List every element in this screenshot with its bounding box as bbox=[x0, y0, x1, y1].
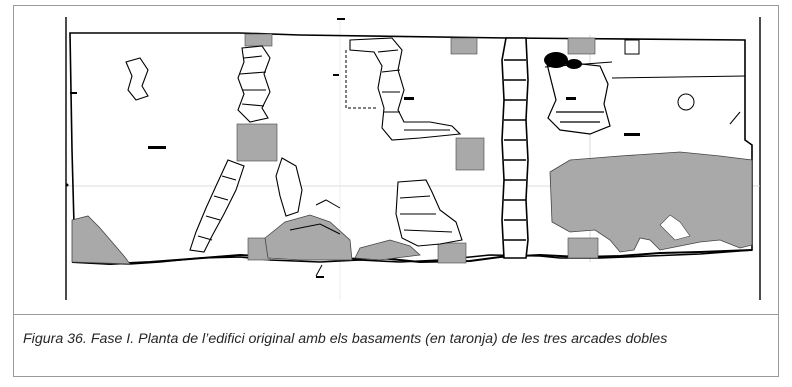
stone-cluster bbox=[125, 57, 149, 101]
arcade-basement-block bbox=[236, 123, 278, 162]
gray-block bbox=[567, 37, 596, 55]
stone-wall-pier-lower bbox=[395, 179, 463, 247]
white-island bbox=[659, 214, 691, 241]
plan-label-mark bbox=[333, 74, 339, 76]
gray-area-center bbox=[264, 214, 353, 261]
bottom-wall-line bbox=[71, 249, 753, 266]
gray-block bbox=[437, 242, 467, 264]
south-marker bbox=[316, 276, 324, 278]
gray-block bbox=[244, 33, 273, 47]
plan-label-mark bbox=[148, 146, 166, 149]
arcade-basement-block bbox=[455, 137, 485, 171]
plan-label-mark bbox=[566, 97, 576, 100]
figure-caption: Figura 36. Fase I. Planta de l’edifici o… bbox=[23, 331, 668, 347]
stone-wall-right bbox=[545, 59, 611, 135]
south-marker-tick bbox=[315, 264, 323, 277]
gray-area-left bbox=[71, 215, 131, 265]
small-structure bbox=[624, 39, 640, 55]
thin-line bbox=[315, 199, 341, 209]
gray-area-right bbox=[549, 151, 753, 253]
stone-ring bbox=[677, 93, 695, 111]
interior-line bbox=[611, 75, 746, 79]
north-marker bbox=[337, 18, 345, 20]
gray-area-small bbox=[354, 239, 421, 261]
plan-label-mark bbox=[404, 97, 414, 100]
gray-block bbox=[567, 237, 599, 259]
stone-wall-central bbox=[501, 37, 529, 259]
stone-wall-pier bbox=[349, 37, 462, 141]
floor-plan-figure bbox=[20, 10, 772, 308]
stone-wall-oblique bbox=[275, 157, 303, 217]
plan-label-mark bbox=[70, 92, 77, 94]
frame-divider bbox=[13, 314, 779, 315]
grid-point bbox=[65, 183, 69, 187]
stone-wall-pier bbox=[237, 45, 271, 123]
plan-label-mark bbox=[624, 133, 640, 136]
thin-line bbox=[729, 111, 741, 125]
gray-block bbox=[450, 37, 478, 55]
figure-frame bbox=[13, 5, 779, 377]
stone-wall-oblique bbox=[189, 159, 245, 253]
thin-line bbox=[289, 223, 341, 235]
dashed-outline bbox=[345, 50, 376, 109]
dark-stone-cluster bbox=[544, 52, 582, 69]
thin-line bbox=[544, 61, 613, 68]
floor-plan-drawing bbox=[65, 17, 761, 300]
